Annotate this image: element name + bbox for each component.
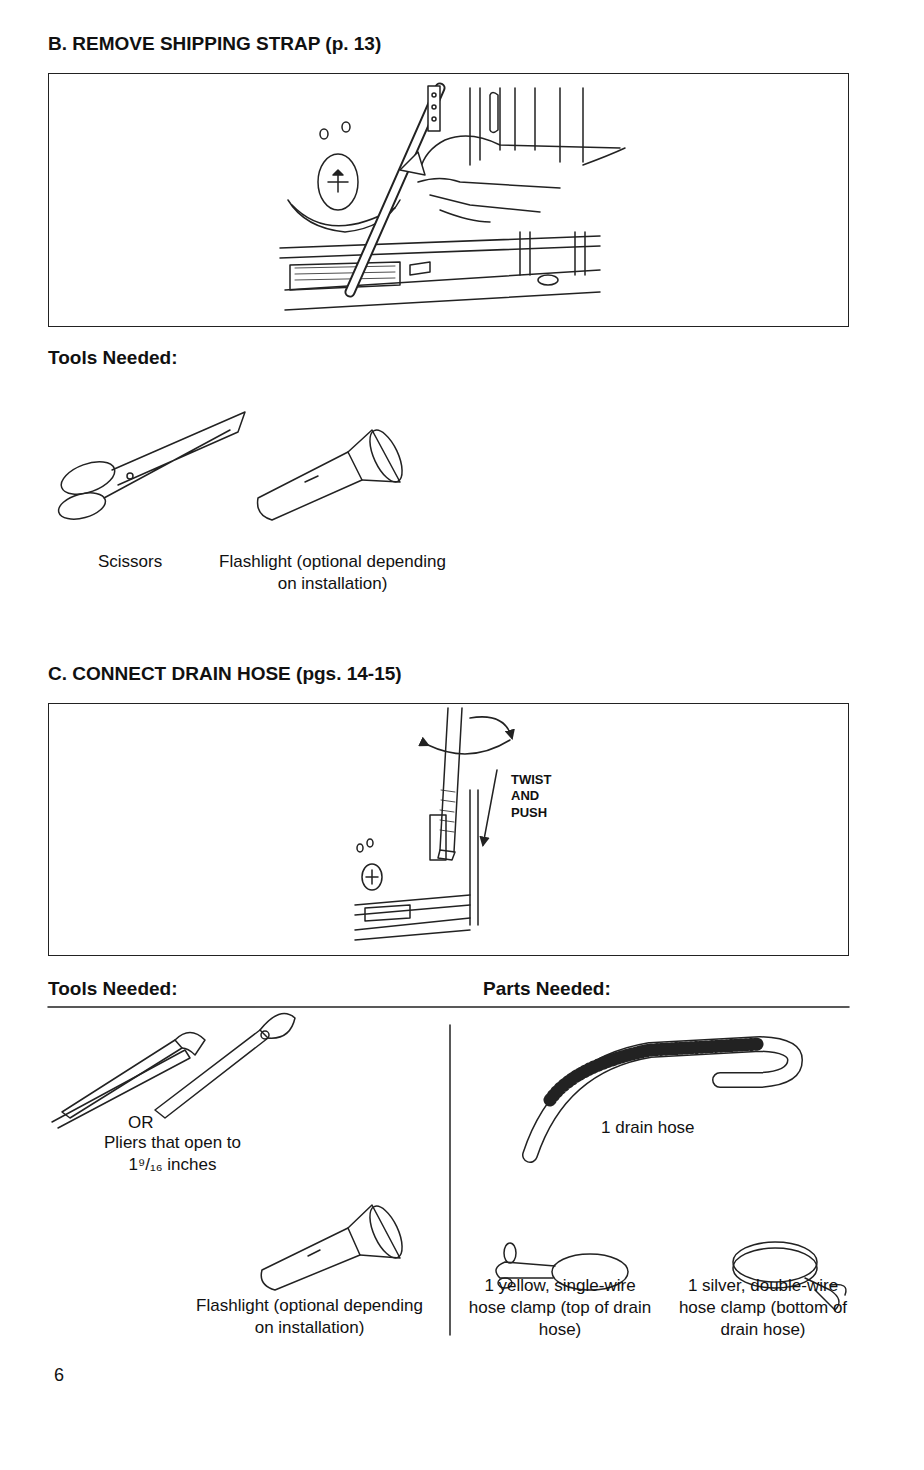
part-name: 1 silver, double-wire hose clamp (bottom… <box>668 1275 858 1341</box>
illustration-frame: B. REMOVE SHIPPING STRAP (p. 13) <box>48 73 849 327</box>
tool-name: Flashlight (optional depending on instal… <box>215 551 450 595</box>
tool-name: Flashlight (optional depending on instal… <box>192 1295 427 1339</box>
part-name: 1 drain hose <box>601 1117 761 1139</box>
drain-hose-icon <box>530 1044 795 1155</box>
page-number: 6 <box>54 1364 84 1387</box>
drain-hose-illustration <box>355 708 512 940</box>
instruction-text: TWIST AND PUSH <box>511 772 557 821</box>
rule-line <box>48 1006 849 1008</box>
heading-label: Tools Needed: <box>48 977 268 1002</box>
section-heading: C. CONNECT DRAIN HOSE (pgs. 14-15) <box>48 662 402 687</box>
connector-word: OR <box>128 1112 168 1134</box>
section-heading: B. REMOVE SHIPPING STRAP (p. 13) <box>48 32 381 57</box>
heading-label: Tools Needed: <box>48 346 268 371</box>
heading-label: Parts Needed: <box>483 977 703 1002</box>
washer-strap-illustration <box>280 86 625 310</box>
tool-name: Pliers that open to 1⁹/₁₆ inches <box>95 1132 250 1176</box>
divider-line <box>449 1025 451 1335</box>
pliers-icon <box>52 1014 295 1128</box>
flashlight-icon <box>258 426 409 520</box>
tool-name: Scissors <box>98 551 218 573</box>
part-name: 1 yellow, single-wire hose clamp (top of… <box>466 1275 654 1341</box>
flashlight-icon <box>261 1202 408 1290</box>
scissors-icon <box>56 412 245 524</box>
illustration-frame: C. CONNECT DRAIN HOSE (pgs. 14-15)TWIST … <box>48 703 849 956</box>
